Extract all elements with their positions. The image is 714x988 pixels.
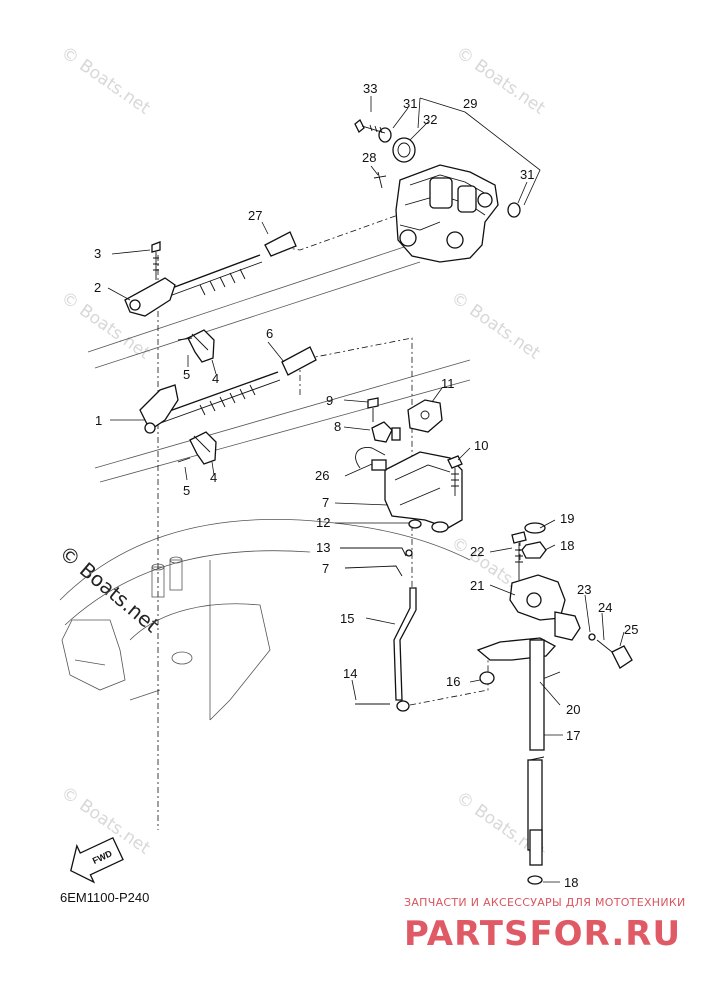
watermarks: © Boats.net © Boats.net © Boats.net © Bo…	[55, 43, 549, 864]
callout-23: 22	[470, 544, 484, 559]
callout-4: 4	[210, 470, 217, 485]
callout-28: 27	[248, 208, 262, 223]
callout-1: 1	[95, 413, 102, 428]
engine-outline	[59, 244, 471, 721]
callout-9: 8	[334, 419, 341, 434]
callout-24: 23	[577, 582, 591, 597]
callout-31: 31	[403, 96, 417, 111]
diagram-code: 6EM1100-P240	[60, 890, 149, 905]
callout-32: 32	[423, 112, 437, 127]
callout-5: 5	[183, 483, 190, 498]
callout-14: 14	[343, 666, 357, 681]
callout-6: 6	[266, 326, 273, 341]
callout-11: 10	[474, 438, 488, 453]
callout-29: 28	[362, 150, 376, 165]
callout-30: 29	[463, 96, 477, 111]
callout-13: 12	[316, 515, 330, 530]
callouts: 33 31 29 32 28 31 27 3 2 6 5 4 11 9 1 8 …	[94, 81, 638, 890]
callout-7: 7	[322, 561, 329, 576]
shift-bracket-assembly	[334, 387, 471, 533]
callout-33: 33	[363, 81, 377, 96]
watermark-bold: © Boats.net	[55, 540, 164, 637]
callout-20: 19	[560, 511, 574, 526]
remote-control-bracket	[354, 96, 541, 263]
callout-26: 25	[624, 622, 638, 637]
callout-2: 2	[94, 280, 101, 295]
shift-rod-assembly	[340, 547, 417, 712]
callout-18: 18	[564, 875, 578, 890]
callout-21: 20	[566, 702, 580, 717]
shift-cable	[110, 341, 317, 481]
advert-brand: PARTSFOR.RU	[404, 914, 681, 954]
callout-16: 16	[446, 674, 460, 689]
callout-25: 24	[598, 600, 612, 615]
callout-8: 7	[322, 495, 329, 510]
watermark: © Boats.net	[447, 288, 544, 364]
advert-block: ЗАПЧАСТИ И АКСЕССУАРЫ ДЛЯ МОТОТЕХНИКИ PA…	[404, 896, 686, 954]
callout-10: 9	[326, 393, 333, 408]
advert-tagline: ЗАПЧАСТИ И АКСЕССУАРЫ ДЛЯ МОТОТЕХНИКИ	[404, 896, 686, 909]
callout-19: 18	[560, 538, 574, 553]
callout-12: 11	[441, 376, 455, 391]
callout-22: 21	[470, 578, 484, 593]
callout-4: 4	[212, 371, 219, 386]
callout-15: 15	[340, 611, 354, 626]
watermark: © Boats.net	[57, 43, 154, 119]
fwd-arrow-icon: FWD	[70, 836, 124, 884]
callout-14: 13	[316, 540, 330, 555]
callout-17: 17	[566, 728, 580, 743]
callout-5: 5	[183, 367, 190, 382]
callout-3: 3	[94, 246, 101, 261]
callout-31: 31	[520, 167, 534, 182]
shift-shaft-assembly	[469, 519, 633, 885]
callout-27: 26	[315, 468, 329, 483]
cable-bracket-upper	[107, 241, 217, 375]
